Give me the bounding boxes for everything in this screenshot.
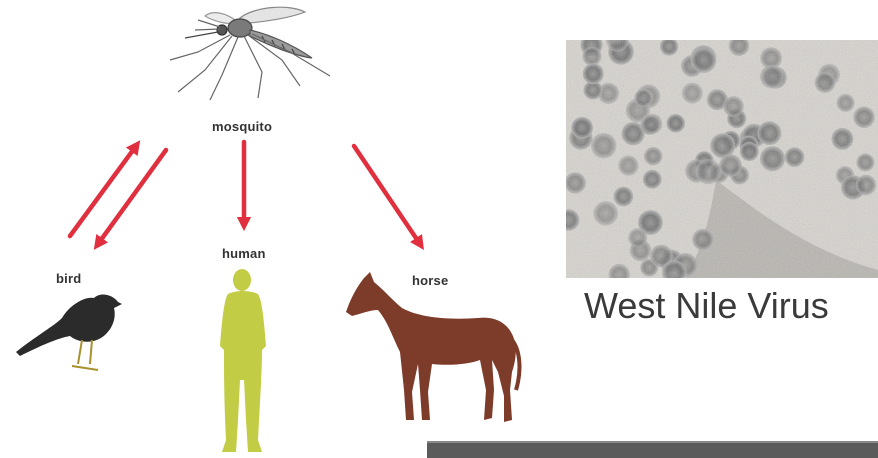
bottom-bar xyxy=(427,441,878,458)
label-mosquito: mosquito xyxy=(212,119,272,134)
mosquito-icon xyxy=(170,7,330,100)
arrow-bird-to-mosquito xyxy=(70,146,136,236)
arrow-mosquito-to-horse xyxy=(354,146,420,244)
caption-west-nile-virus: West Nile Virus xyxy=(584,285,829,327)
label-bird: bird xyxy=(56,271,81,286)
virus-micrograph xyxy=(566,40,878,278)
label-horse: horse xyxy=(412,273,448,288)
horse-icon xyxy=(346,272,519,422)
arrow-mosquito-to-bird xyxy=(98,150,166,244)
bird-icon xyxy=(16,295,122,370)
human-icon xyxy=(220,269,266,452)
virus-micrograph-icon xyxy=(566,40,878,278)
label-human: human xyxy=(222,246,266,261)
arrows xyxy=(70,142,420,244)
